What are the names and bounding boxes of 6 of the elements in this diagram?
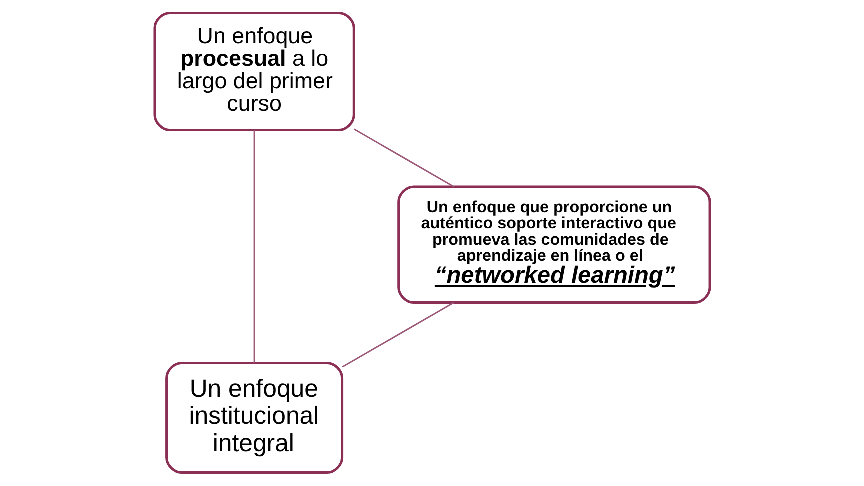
connector: [354, 128, 454, 188]
node-box: Un enfoque procesual a lo largo del primer curso: [153, 12, 355, 132]
connector: [342, 302, 454, 368]
connector: [253, 130, 255, 364]
node-box: Un enfoque institucional integral: [165, 362, 344, 474]
node-box: Un enfoque que proporcione un auténtico soporte interactivo que promueva las comunidades de aprendizaje en línea o el “networked learning”: [397, 186, 711, 304]
